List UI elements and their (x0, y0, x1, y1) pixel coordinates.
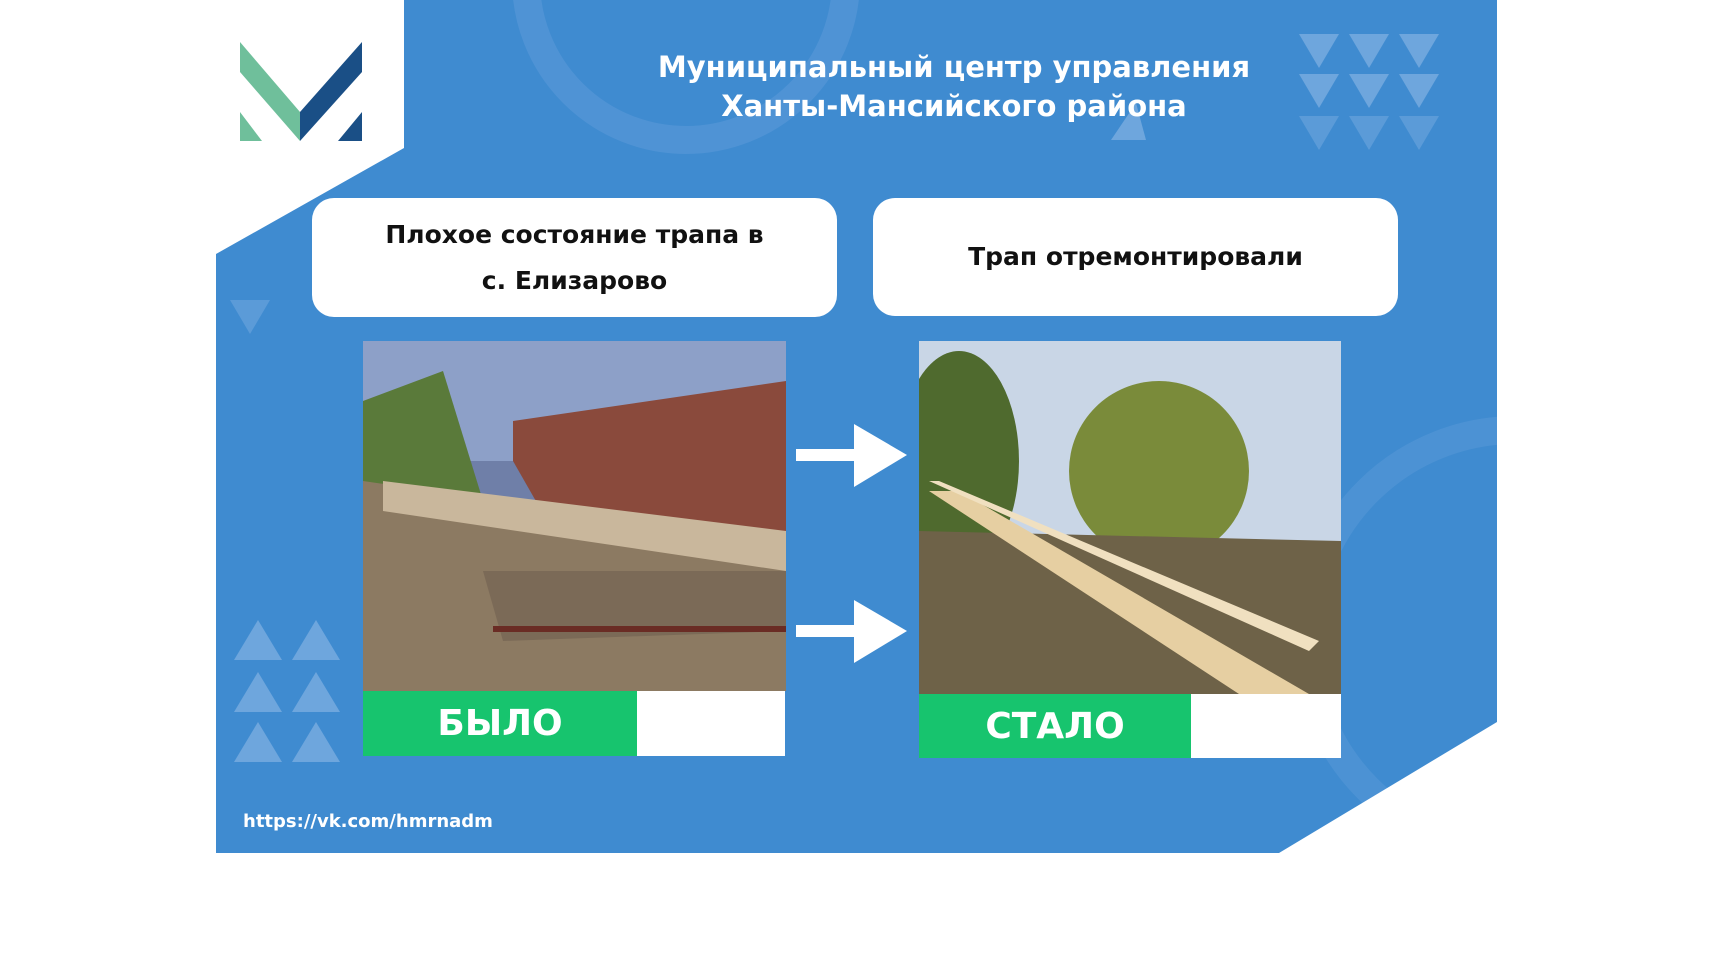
before-caption-card: Плохое состояние трапа в с. Елизарово (312, 198, 837, 317)
arrow-right-icon (796, 600, 907, 663)
before-photo (363, 341, 786, 691)
page-title: Муниципальный центр управления Ханты-Ман… (404, 48, 1504, 126)
arrow-right-icon (796, 424, 907, 487)
logo (240, 42, 362, 141)
title-line-1: Муниципальный центр управления (657, 50, 1251, 84)
vk-link[interactable]: https://vk.com/hmrnadm (243, 811, 493, 832)
after-photo (919, 341, 1341, 694)
after-label-text: СТАЛО (919, 694, 1191, 758)
before-caption-line-1: Плохое состояние трапа в (385, 219, 764, 249)
before-label-text: БЫЛО (363, 691, 637, 756)
after-caption: Трап отремонтировали (968, 242, 1303, 271)
before-label: БЫЛО (363, 691, 785, 756)
title-line-2: Ханты-Мансийского района (721, 89, 1187, 123)
after-caption-card: Трап отремонтировали (873, 198, 1398, 316)
before-caption-line-2: с. Елизарово (481, 265, 668, 295)
after-label: СТАЛО (919, 694, 1341, 758)
